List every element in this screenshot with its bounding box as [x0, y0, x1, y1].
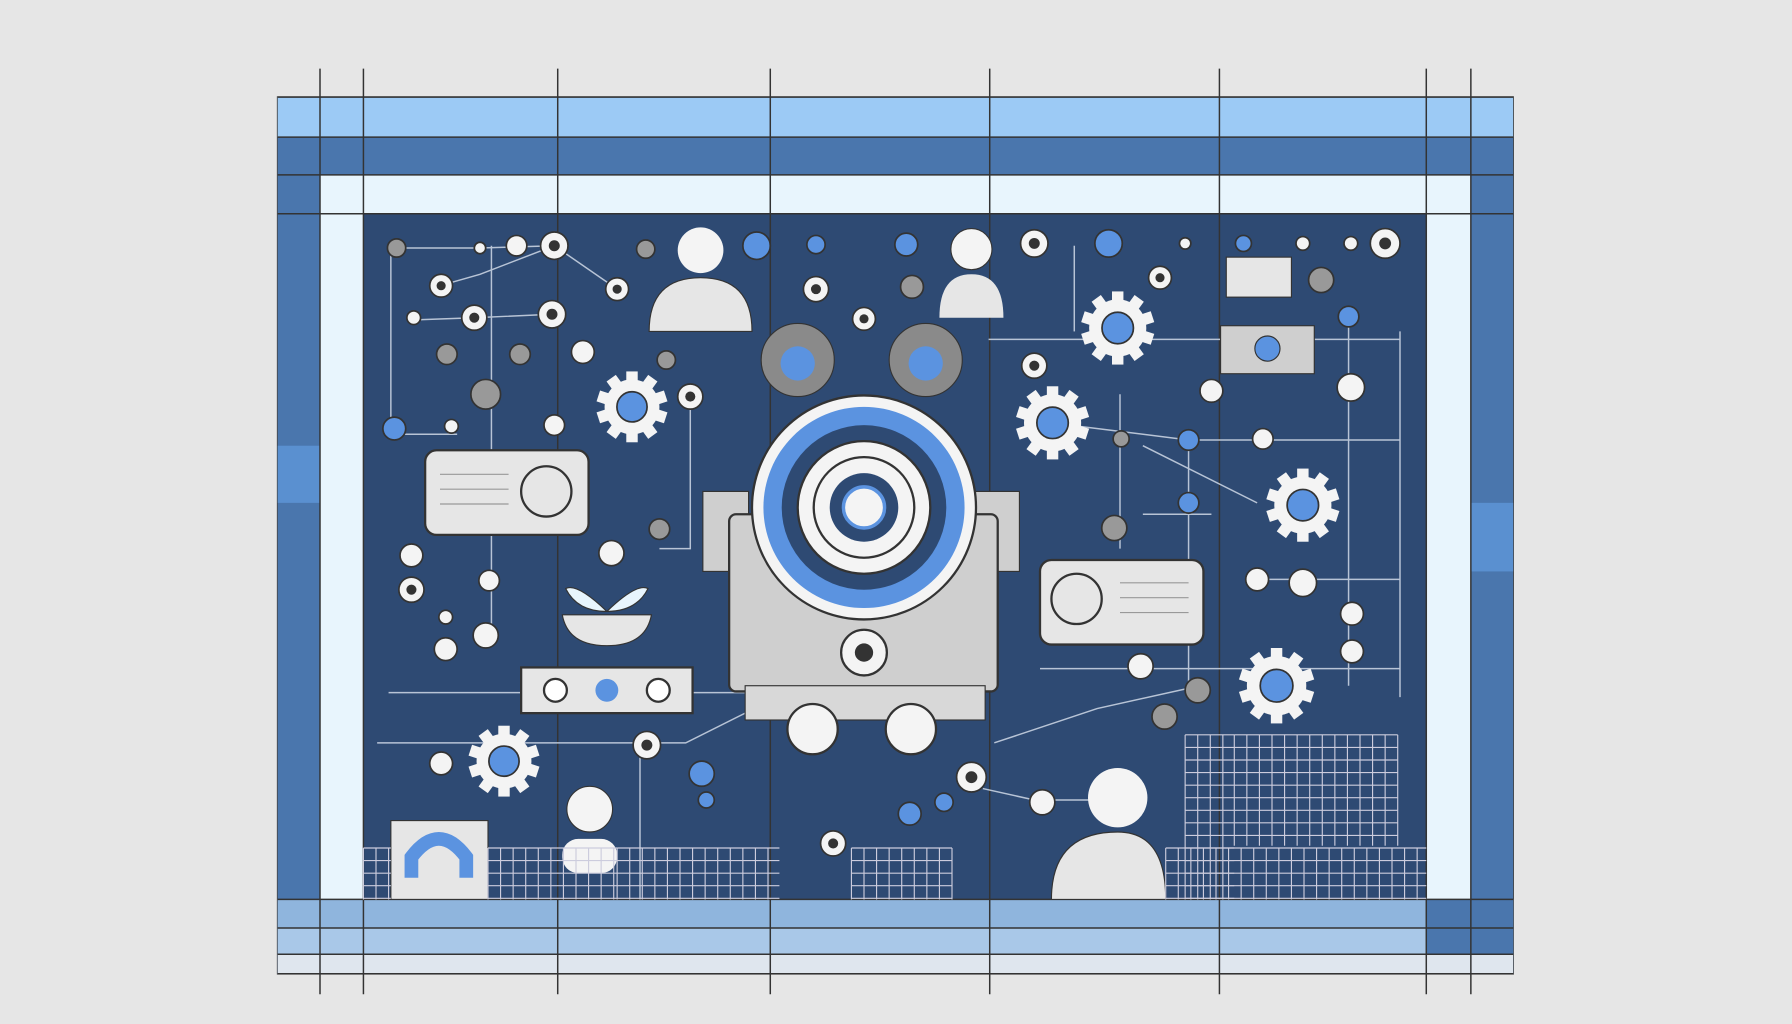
circuit-nodes — [382, 227, 1401, 857]
node — [1339, 601, 1365, 626]
node — [598, 539, 625, 567]
node — [386, 238, 407, 258]
node — [635, 239, 656, 260]
chat-bubble-icon — [424, 449, 590, 536]
node — [893, 232, 919, 257]
gear-icon — [1238, 648, 1315, 724]
node — [1127, 652, 1154, 680]
node — [435, 343, 458, 366]
node — [656, 350, 677, 370]
plant-bowl-icon — [561, 587, 653, 647]
node — [477, 569, 501, 592]
node — [688, 760, 716, 788]
chat-bubble-icon — [1038, 558, 1205, 646]
robot-icon — [702, 322, 1020, 756]
node — [1112, 430, 1130, 448]
node — [543, 413, 566, 437]
node — [1244, 567, 1270, 592]
node — [1251, 427, 1274, 450]
node — [405, 310, 422, 326]
node — [1093, 228, 1124, 258]
node — [437, 609, 454, 625]
gear-icon — [1081, 291, 1155, 365]
node — [1234, 234, 1253, 253]
wire — [439, 245, 555, 287]
node — [433, 636, 458, 662]
node — [1100, 514, 1128, 542]
icons — [390, 227, 1315, 900]
gear-icon — [468, 725, 540, 797]
node — [1184, 676, 1212, 704]
node — [934, 792, 954, 813]
user-icon — [1050, 768, 1167, 900]
node — [1199, 378, 1224, 404]
node — [1288, 568, 1318, 598]
node — [505, 234, 528, 257]
node — [1151, 703, 1178, 730]
node — [742, 231, 772, 261]
gear-icon — [1016, 386, 1090, 460]
node — [1307, 266, 1335, 294]
wire — [994, 684, 1201, 744]
grid-icon — [362, 734, 1427, 900]
user-icon — [648, 227, 753, 332]
node — [1295, 235, 1311, 252]
node — [1337, 305, 1360, 328]
node — [897, 801, 922, 826]
node — [473, 241, 487, 255]
node — [508, 343, 532, 366]
node — [1178, 236, 1192, 250]
node — [1339, 639, 1365, 664]
wire — [659, 396, 692, 550]
node — [1177, 491, 1200, 514]
node — [1343, 235, 1359, 252]
user-icon — [939, 228, 1004, 318]
grid-lines — [277, 68, 1514, 995]
node — [648, 518, 671, 541]
node — [469, 378, 502, 410]
node — [1028, 788, 1056, 816]
node — [1177, 428, 1200, 452]
magnet-icon — [390, 820, 489, 900]
node — [472, 622, 500, 649]
gear-icon — [1266, 468, 1340, 542]
monitor-icon — [1220, 256, 1315, 375]
connector-block — [519, 666, 694, 715]
node — [399, 543, 424, 568]
node — [570, 339, 596, 365]
node — [443, 418, 460, 434]
node — [1336, 372, 1366, 402]
wire — [1142, 445, 1258, 504]
node — [428, 751, 454, 776]
node — [806, 234, 826, 255]
gear-icon — [596, 371, 668, 443]
node — [697, 791, 716, 809]
node — [382, 416, 407, 441]
node — [899, 274, 925, 300]
